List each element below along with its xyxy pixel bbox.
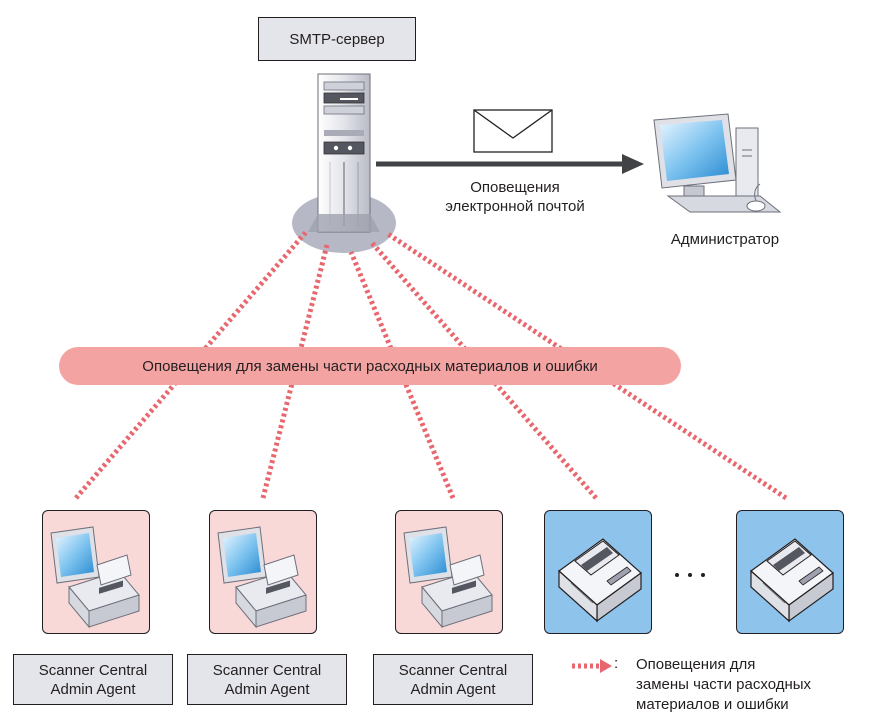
network-scanner-icon	[558, 538, 642, 623]
email-arrow-head	[622, 154, 644, 174]
scanner-with-monitor-icon	[217, 526, 307, 629]
network-scanner-tile-2[interactable]	[736, 510, 844, 634]
notification-banner-text: Оповещения для замены части расходных ма…	[142, 357, 598, 375]
agent-label-2: Scanner Central Admin Agent	[187, 654, 347, 705]
scanner-with-monitor-icon	[50, 526, 140, 629]
envelope-icon	[473, 109, 553, 153]
scanner-with-monitor-icon	[403, 526, 493, 629]
network-scanner-icon	[750, 538, 834, 623]
notification-line-2	[260, 244, 330, 499]
notification-line-5	[386, 231, 788, 501]
agent-label-3-line-1: Scanner Central	[398, 661, 508, 679]
scanner-tile-1[interactable]	[42, 510, 150, 634]
ellipsis-dots	[675, 573, 705, 577]
desktop-computer-icon	[653, 113, 782, 213]
smtp-server-label: SMTP-сервер	[258, 17, 416, 61]
legend-arrow-head	[600, 659, 612, 673]
smtp-server-label-text: SMTP-сервер	[289, 30, 385, 48]
scanner-tile-2[interactable]	[209, 510, 317, 634]
email-notice-line-2: электронной почтой	[445, 198, 585, 215]
email-notice-text: Оповещения электронной почтой	[420, 178, 610, 216]
tower-server-icon	[317, 73, 371, 233]
agent-label-1: Scanner Central Admin Agent	[13, 654, 173, 705]
agent-label-3: Scanner Central Admin Agent	[373, 654, 533, 705]
legend-line-3: материалов и ошибки	[636, 696, 789, 713]
agent-label-1-line-2: Admin Agent	[50, 680, 136, 698]
legend-colon: :	[614, 655, 619, 672]
agent-label-1-line-1: Scanner Central	[38, 661, 148, 679]
scanner-tile-3[interactable]	[395, 510, 503, 634]
legend-line-1: Оповещения для	[636, 656, 756, 673]
ellipsis-text: · · ·	[660, 564, 720, 583]
legend-text: Оповещения для замены части расходных ма…	[636, 655, 868, 715]
email-notice-line-1: Оповещения	[470, 179, 560, 196]
agent-label-2-line-2: Admin Agent	[224, 680, 310, 698]
legend-line-2: замены части расходных	[636, 676, 812, 693]
notification-banner: Оповещения для замены части расходных ма…	[59, 347, 681, 385]
administrator-label: Администратор	[670, 231, 780, 248]
network-scanner-tile-1[interactable]	[544, 510, 652, 634]
agent-label-2-line-1: Scanner Central	[212, 661, 322, 679]
server-platform-front	[308, 214, 380, 232]
agent-label-3-line-2: Admin Agent	[410, 680, 496, 698]
